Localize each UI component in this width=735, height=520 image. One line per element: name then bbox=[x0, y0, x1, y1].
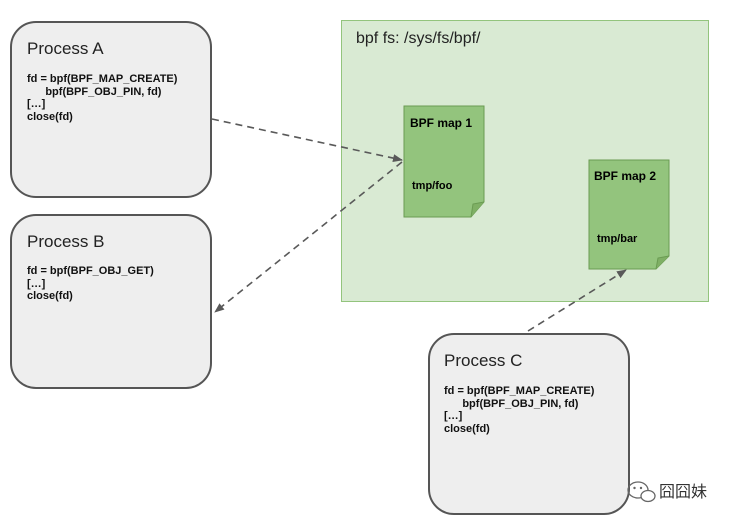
bpf-map-2-title: BPF map 2 bbox=[594, 169, 657, 183]
process-b-code: fd = bpf(BPF_OBJ_GET) […] close(fd) bbox=[27, 265, 154, 302]
wechat-icon bbox=[627, 481, 656, 503]
process-a-title: Process A bbox=[27, 39, 104, 58]
bpf-fs-title: bpf fs: /sys/fs/bpf/ bbox=[356, 30, 481, 47]
bpf-map-1-title: BPF map 1 bbox=[410, 116, 473, 130]
process-c-box bbox=[428, 333, 630, 515]
process-b-box bbox=[10, 214, 212, 389]
process-c-title: Process C bbox=[444, 351, 523, 370]
process-b-title: Process B bbox=[27, 232, 105, 251]
bpf-map-1-path: tmp/foo bbox=[412, 180, 453, 192]
process-a-box bbox=[10, 21, 212, 198]
arrow-c-to-map2 bbox=[527, 269, 627, 332]
process-a-code: fd = bpf(BPF_MAP_CREATE) bpf(BPF_OBJ_PIN… bbox=[27, 73, 178, 123]
bpf-map-2-path: tmp/bar bbox=[597, 233, 638, 245]
arrow-a-to-map1 bbox=[211, 118, 403, 163]
process-c-code: fd = bpf(BPF_MAP_CREATE) bpf(BPF_OBJ_PIN… bbox=[444, 385, 595, 435]
watermark-text: 囧囧妹 bbox=[659, 484, 708, 501]
arrow-map1-to-b bbox=[214, 161, 403, 313]
